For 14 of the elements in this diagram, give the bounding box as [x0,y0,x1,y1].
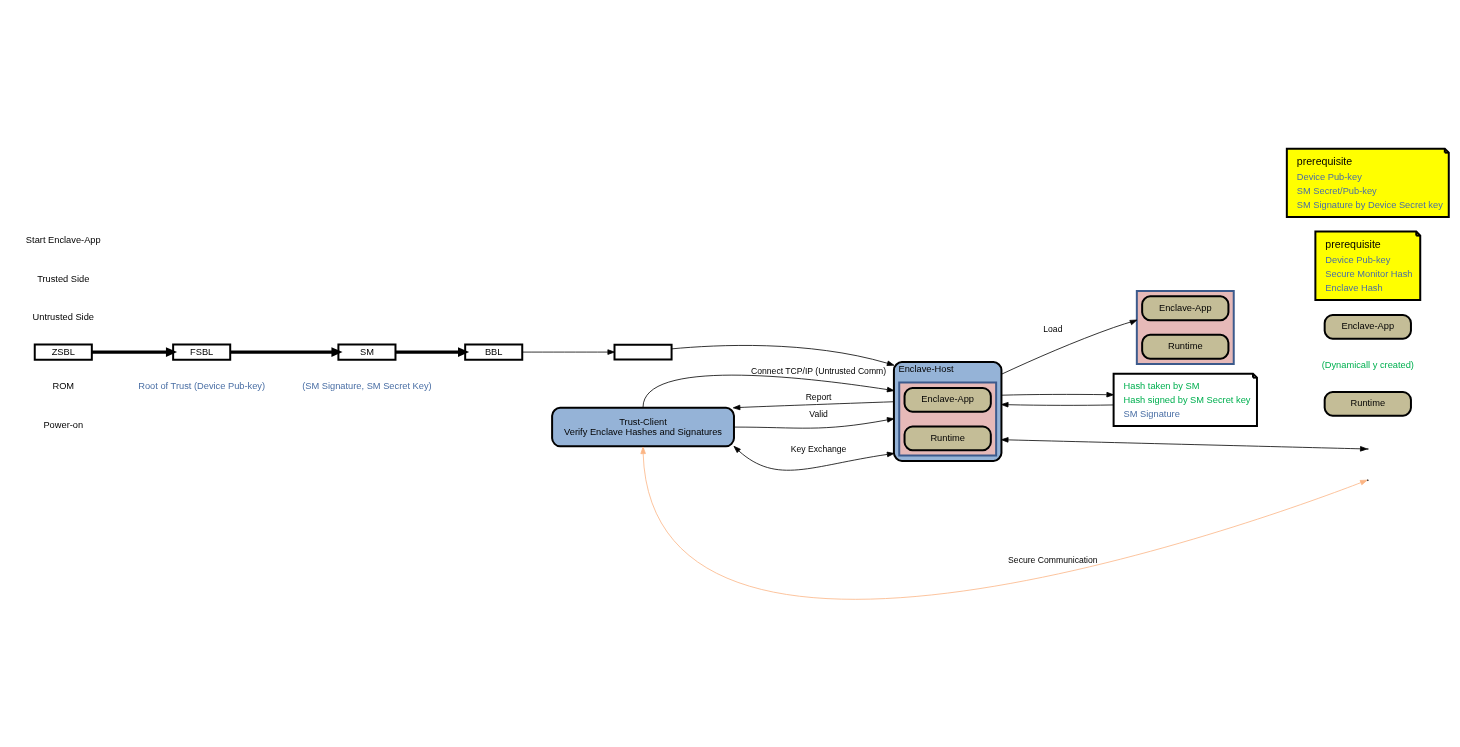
node-label: Power-on [43,419,84,430]
edge-label: Load [1043,323,1063,334]
node-label: Root of Trust (Device Pub-key) [138,380,266,391]
label: Trusted Side [37,273,90,284]
edge-label: Secure Communication [1008,554,1098,565]
edge-label: Key Exchange [790,443,847,454]
node-label: (Dynamicall y created) [1321,359,1414,370]
label: Untrusted Side [32,311,94,322]
node-label: ROM [52,380,75,391]
node-label: (SM Signature, SM Secret Key) [302,380,432,391]
label: Start Enclave-App [25,234,101,245]
edge-label: Report [805,391,832,402]
edge-label: Valid [809,408,828,419]
edge-label: Connect TCP/IP (Untrusted Comm) [751,365,887,376]
